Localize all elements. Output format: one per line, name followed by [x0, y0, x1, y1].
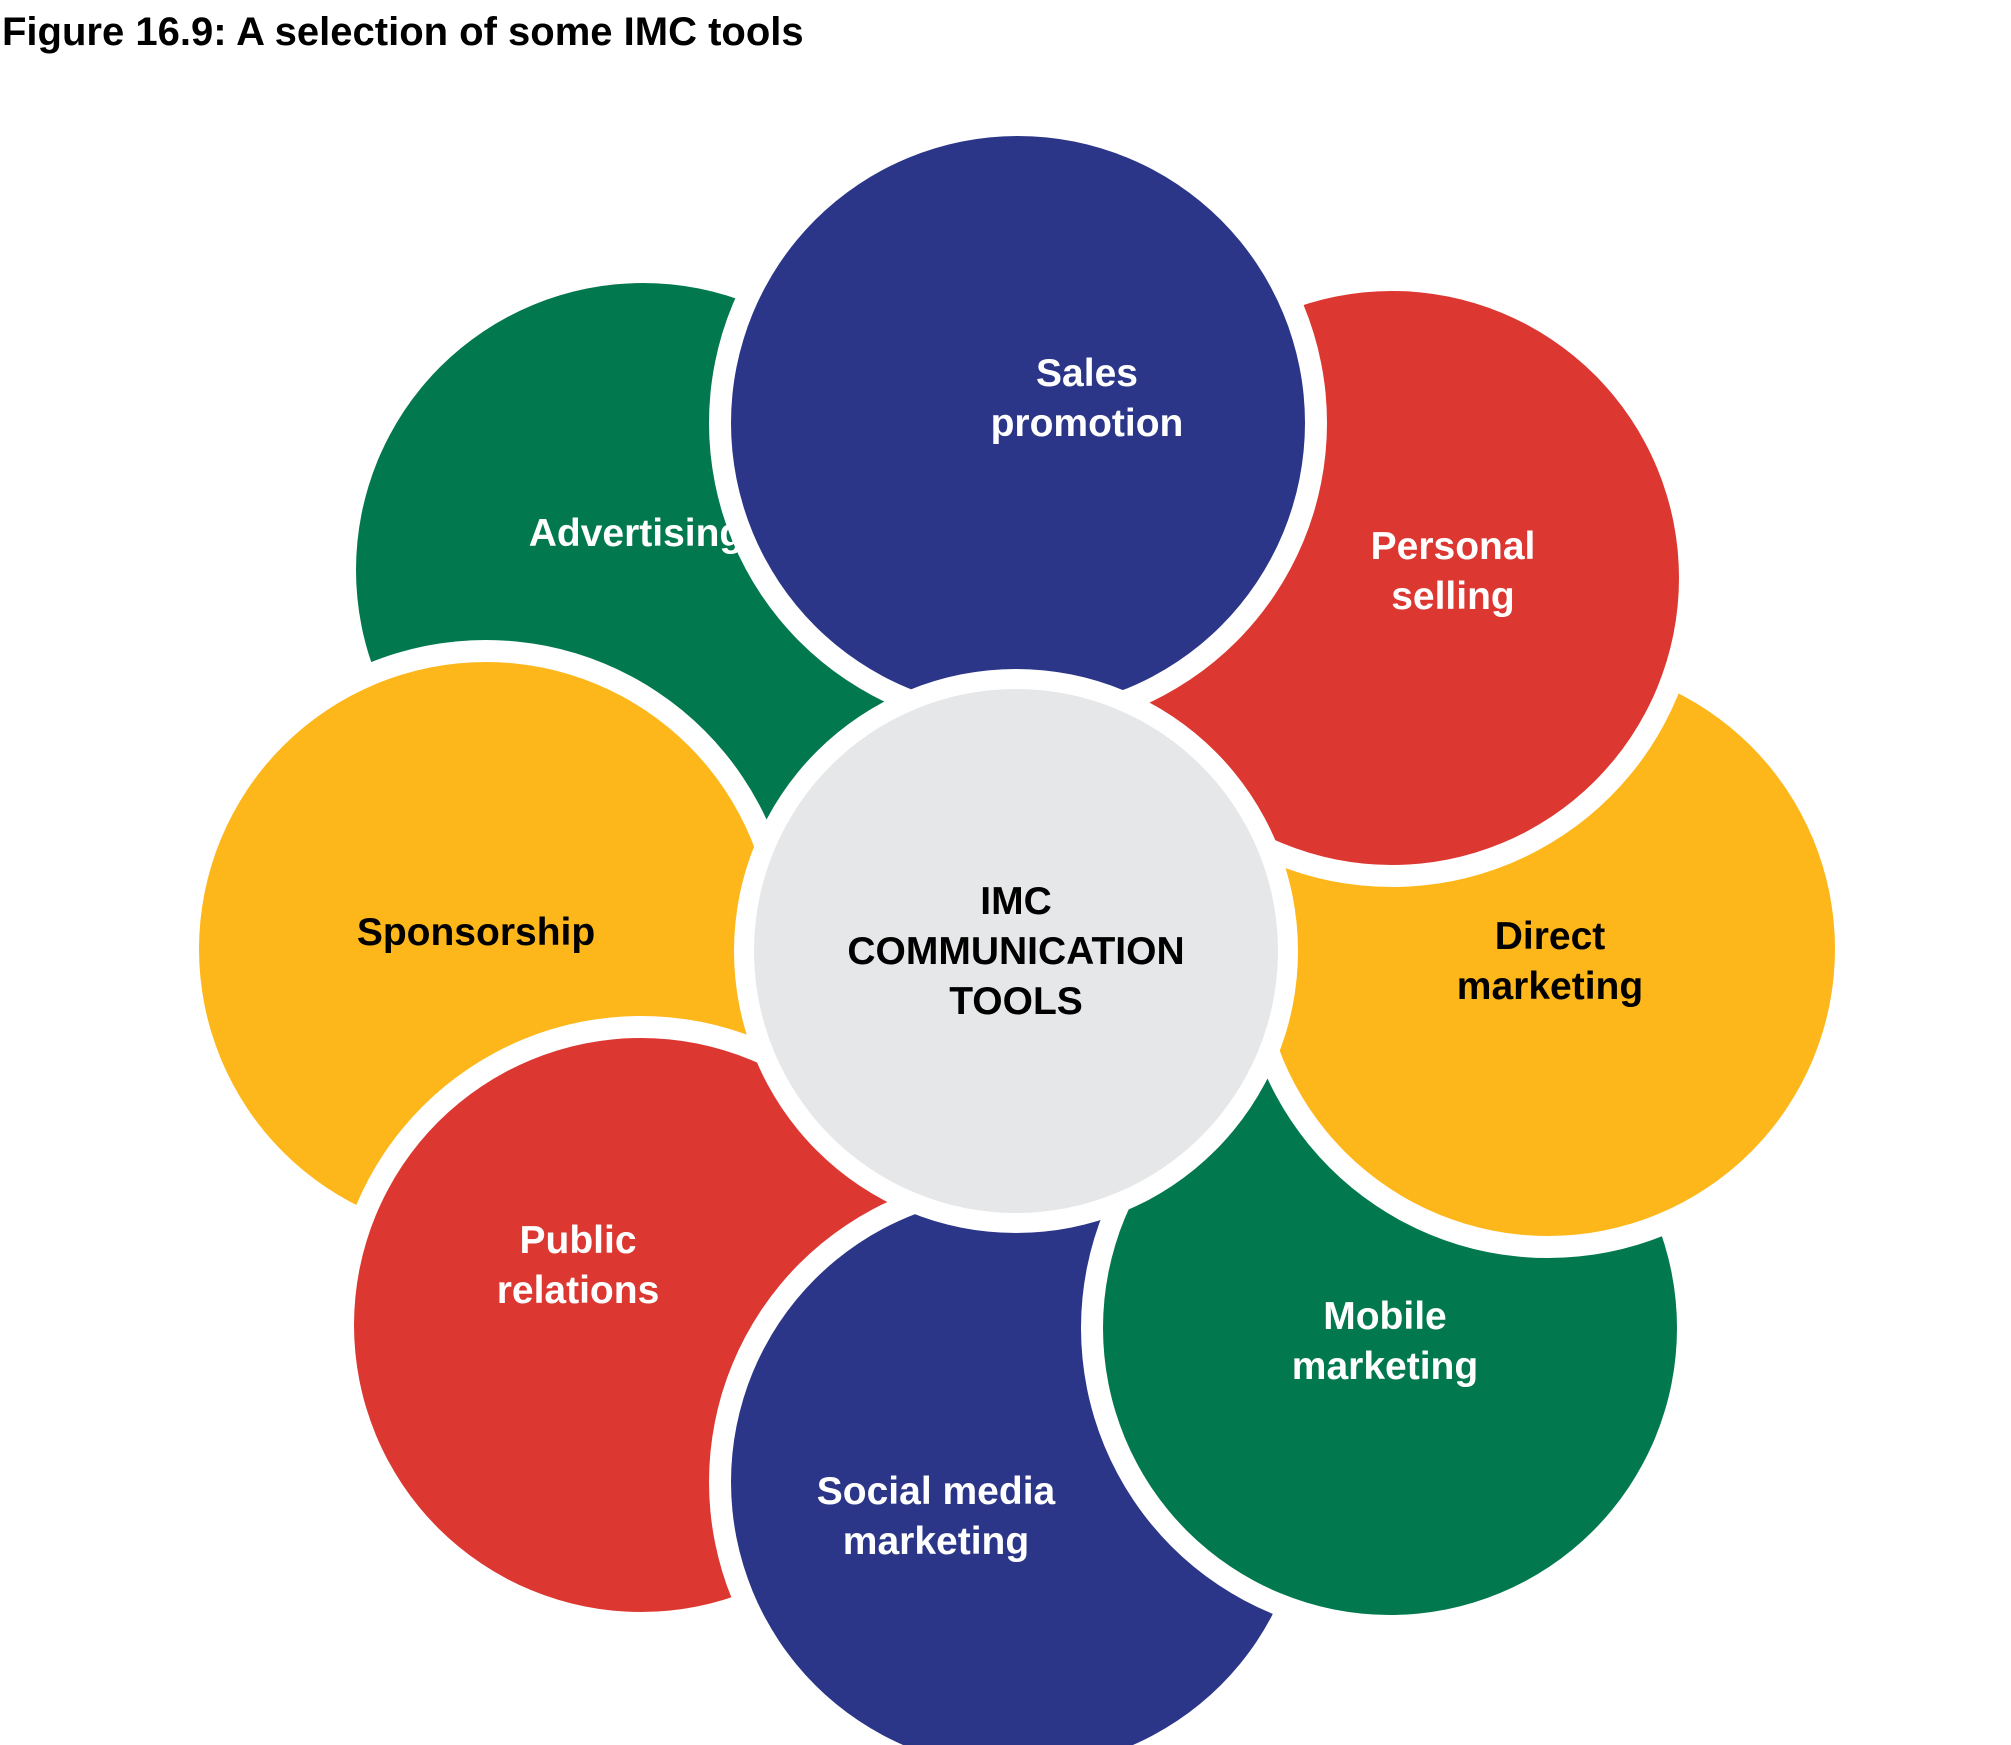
petal-label-public-relations-line: relations	[497, 1269, 660, 1312]
petal-label-social-media-marketing: Social media marketing	[817, 1470, 1056, 1563]
petal-label-mobile-marketing-line: Mobile	[1323, 1295, 1447, 1338]
center-label-line: IMC	[980, 880, 1052, 923]
center-label: IMC COMMUNICATION TOOLS	[847, 880, 1184, 1023]
center-label-line: COMMUNICATION	[847, 930, 1184, 973]
center-circle	[754, 689, 1278, 1213]
center-label-line: TOOLS	[949, 980, 1083, 1023]
center-hub: IMC COMMUNICATION TOOLS	[734, 669, 1298, 1233]
petal-label-personal-selling-line: Personal	[1371, 525, 1536, 568]
figure-title: Figure 16.9: A selection of some IMC too…	[2, 10, 804, 54]
petal-label-direct-marketing: Direct marketing	[1457, 915, 1643, 1008]
petal-label-advertising-line: Advertising	[529, 512, 744, 555]
center-layer: IMC COMMUNICATION TOOLS	[734, 669, 1298, 1233]
petal-label-direct-marketing-line: marketing	[1457, 965, 1643, 1008]
petal-label-personal-selling: Personal selling	[1371, 525, 1536, 618]
petal-circle	[731, 136, 1305, 710]
petal-label-advertising: Advertising	[529, 512, 744, 555]
petal-label-public-relations-line: Public	[519, 1219, 636, 1262]
petal-label-personal-selling-line: selling	[1391, 575, 1515, 618]
petal-label-public-relations: Public relations	[497, 1219, 660, 1312]
petal-label-sales-promotion-line: Sales	[1036, 352, 1138, 395]
petal-label-sales-promotion: Sales promotion	[991, 352, 1184, 445]
petal-label-sales-promotion-line: promotion	[991, 402, 1184, 445]
petal-sales-promotion: Sales promotion	[709, 114, 1327, 732]
petal-label-social-media-marketing-line: Social media	[817, 1470, 1056, 1513]
petal-label-sponsorship-line: Sponsorship	[357, 911, 595, 954]
petal-label-direct-marketing-line: Direct	[1495, 915, 1606, 958]
petal-label-mobile-marketing-line: marketing	[1292, 1345, 1478, 1388]
petal-label-social-media-marketing-line: marketing	[843, 1520, 1029, 1563]
petal-label-sponsorship: Sponsorship	[357, 911, 595, 954]
petal-label-mobile-marketing: Mobile marketing	[1292, 1295, 1478, 1388]
